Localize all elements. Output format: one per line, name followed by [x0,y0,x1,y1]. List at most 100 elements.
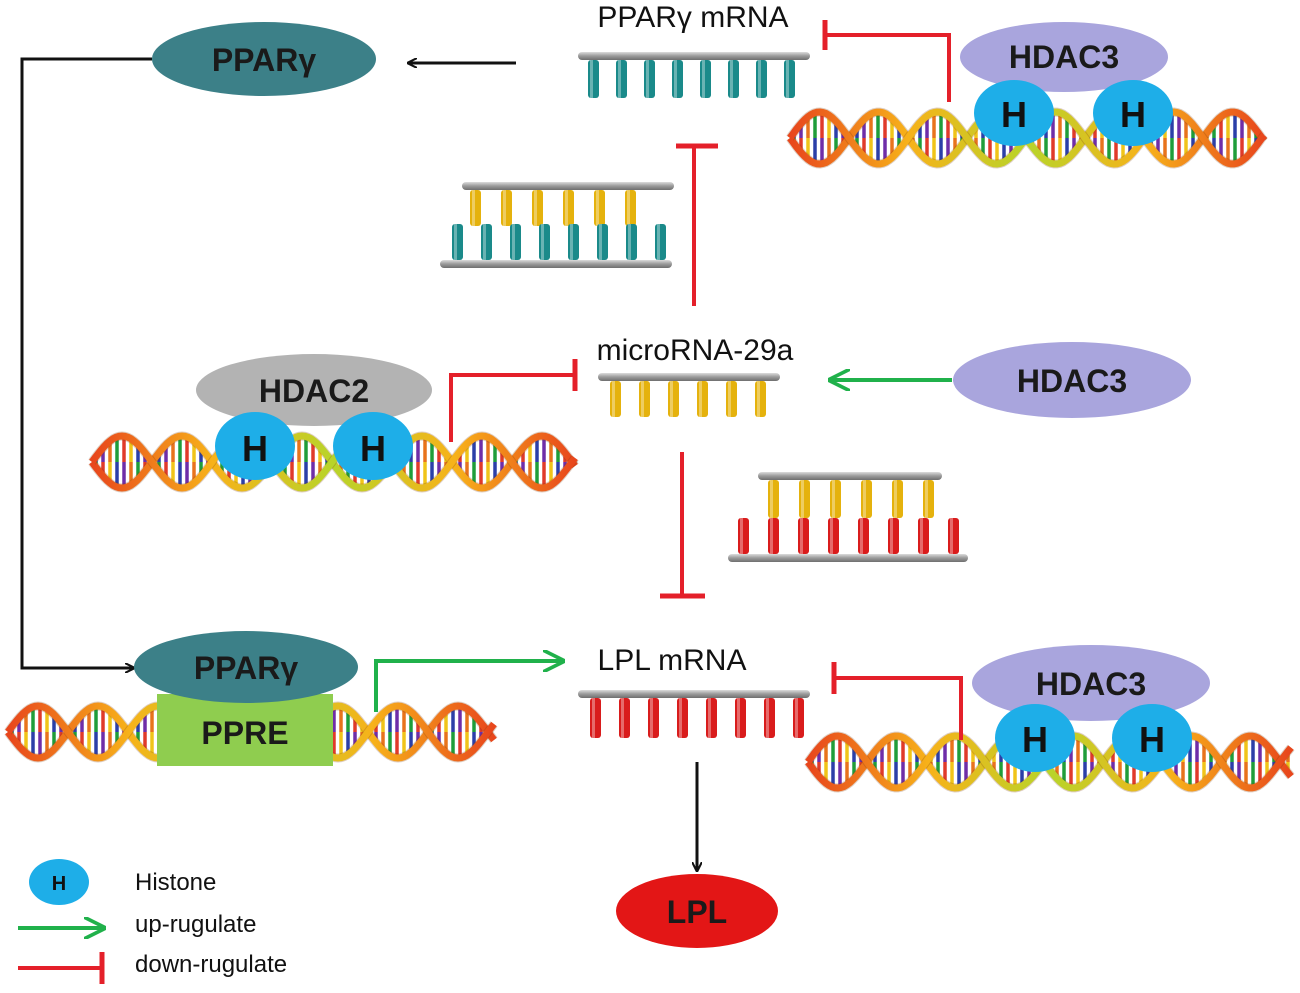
ppar-mrna-strand [578,52,810,98]
ppar-top-label: PPARγ [212,42,317,78]
rna-base-bar [563,190,574,226]
rna-base-bar [501,190,512,226]
rna-base-bar [568,224,579,260]
histone-6-letter: H [1139,719,1165,760]
hdac3-top-label: HDAC3 [1009,39,1119,75]
rna-base-bar [619,698,630,738]
rna-base-bar [668,381,679,417]
rna-base-bar [588,60,599,98]
ppre-box [157,694,333,766]
rna-base-bar [755,381,766,417]
rna-base-bar [644,60,655,98]
rna-base-bar [858,518,869,554]
histone-4 [333,412,413,480]
hdac3-bottom-label: HDAC3 [1036,666,1146,702]
legend-histone-label: Histone [135,869,216,896]
rna-base-bar [655,224,666,260]
rna-base-bar [888,518,899,554]
histone-6 [1112,704,1192,772]
rna-base-bar [948,518,959,554]
rna-base-bar [756,60,767,98]
hdac2-complex: HDAC2 H H [196,354,432,480]
inhibit-hdac2-to-mir [449,359,578,442]
lpl-mrna-label: LPL mRNA [598,644,747,677]
hdac3-mid: HDAC3 [953,342,1191,418]
rna-base-bar [793,698,804,738]
rna-base-bar [923,480,934,518]
hdac3-top-node [960,22,1168,92]
rna-base-bar [764,698,775,738]
rna-base-bar [784,60,795,98]
mir29a-strand [598,373,780,417]
legend-up-label: up-rugulate [135,911,256,938]
ppar-bottom-node [134,631,358,703]
lpl-node [616,874,778,948]
duplex-teal [440,182,674,268]
rna-base-bar [768,480,779,518]
rna-base-bar [626,224,637,260]
rna-base-bar [539,224,550,260]
rna-base-bar [828,518,839,554]
activate-ppar-to-lplmrna [374,661,563,712]
legend-down-inhibit-icon [18,952,105,984]
rna-base-bar [590,698,601,738]
lpl-mrna-strand [578,690,810,738]
inhibit-hdac3-to-pparmrna [822,20,951,102]
histone-4-letter: H [360,428,386,469]
rna-base-bar [706,698,717,738]
legend-histone-icon [29,859,89,905]
rna-base-bar [861,480,872,518]
histone-2 [1093,80,1173,146]
hdac3-bottom-node [972,645,1210,721]
legend: H Histone up-rugulate down-rugulate [18,859,287,984]
rna-base-bar [532,190,543,226]
rna-base-bar [918,518,929,554]
rna-base-bar [697,381,708,417]
rna-base-bar [597,224,608,260]
histone-5-letter: H [1022,719,1048,760]
rna-base-bar [672,60,683,98]
rna-base-bar [677,698,688,738]
duplex-red [728,472,968,562]
rna-base-bar [728,60,739,98]
inhibit-mir-to-lplmrna [660,452,705,599]
hdac3-mid-label: HDAC3 [1017,363,1127,399]
histone-3 [215,412,295,480]
rna-base-bar [510,224,521,260]
inhibit-mir-to-pparmrna [676,143,718,306]
legend-histone-symbol: H [52,873,66,895]
histone-1-letter: H [1001,94,1027,135]
ppar-bottom-label: PPARγ [194,650,299,686]
hdac2-node [196,354,432,426]
ppar-top-node [152,22,376,96]
rna-base-bar [799,480,810,518]
rna-base-bar [639,381,650,417]
rna-base-bar [768,518,779,554]
inhibit-hdac3-to-lplmrna [831,662,963,740]
legend-down-label: down-rugulate [135,951,287,978]
rna-base-bar [735,698,746,738]
rna-base-bar [616,60,627,98]
ppre-label: PPRE [201,715,288,751]
rna-base-bar [452,224,463,260]
rna-base-bar [610,381,621,417]
rna-base-bar [481,224,492,260]
rna-base-bar [892,480,903,518]
rna-base-bar [470,190,481,226]
histone-1 [974,80,1054,146]
rna-base-bar [594,190,605,226]
rna-base-bar [648,698,659,738]
hdac3-complex-top: HDAC3 H H [960,22,1173,146]
histone-5 [995,704,1075,772]
ppar-top: PPARγ [152,22,376,96]
rna-base-bar [726,381,737,417]
rna-base-bar [830,480,841,518]
rna-base-bar [700,60,711,98]
hdac3-mid-node [953,342,1191,418]
lpl-label: LPL [667,894,727,930]
histone-3-letter: H [242,428,268,469]
ppar-ppre-complex: PPRE PPARγ [134,631,358,766]
histone-2-letter: H [1120,94,1146,135]
